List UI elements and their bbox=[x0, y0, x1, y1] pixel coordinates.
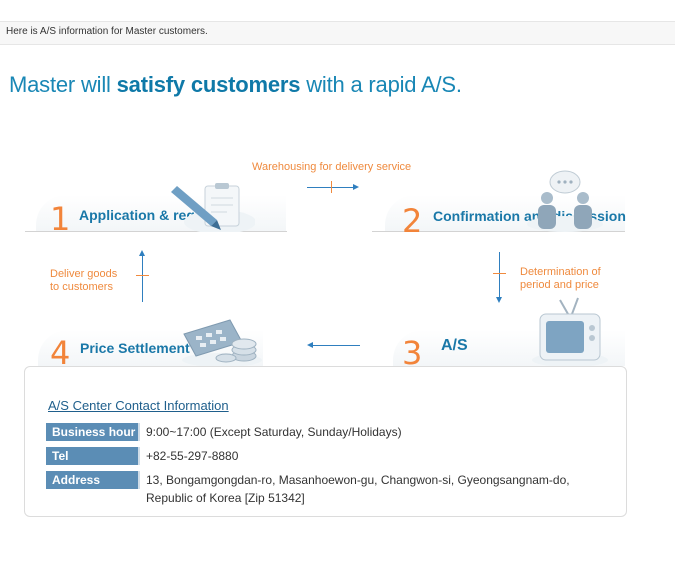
arrow-left-icon bbox=[307, 342, 313, 348]
step-3-number: 3 bbox=[402, 334, 423, 372]
contact-title: A/S Center Contact Information bbox=[48, 398, 229, 413]
television-icon bbox=[532, 297, 608, 366]
flow-label-right-line2: period and price bbox=[520, 279, 599, 291]
info-bar: Here is A/S information for Master custo… bbox=[0, 21, 675, 45]
info-bar-text: Here is A/S information for Master custo… bbox=[6, 26, 208, 37]
label-divider bbox=[138, 471, 140, 489]
tel-label: Tel bbox=[46, 447, 140, 465]
tel-value: +82-55-297-8880 bbox=[146, 449, 239, 463]
address-value-line1: 13, Bongamgongdan-ro, Masanhoewon-gu, Ch… bbox=[146, 473, 570, 487]
calculator-coins-icon bbox=[182, 319, 262, 366]
headline-emphasis: satisfy customers bbox=[116, 72, 301, 97]
people-chat-icon bbox=[527, 170, 603, 232]
arrow-up-icon bbox=[139, 250, 145, 256]
flow-right-marker bbox=[493, 273, 506, 274]
step-4-title: Price Settlement bbox=[80, 340, 190, 356]
step-1-baseline bbox=[25, 231, 287, 232]
flow-label-left-line1: Deliver goods bbox=[50, 268, 118, 280]
arrow-down-icon bbox=[496, 297, 502, 303]
flow-label-left-line2: to customers bbox=[50, 281, 113, 293]
page-headline: Master will satisfy customers with a rap… bbox=[9, 72, 462, 98]
step-3-title: A/S bbox=[441, 337, 468, 354]
headline-part2: with a rapid A/S. bbox=[300, 72, 462, 97]
label-divider bbox=[138, 423, 140, 441]
flow-arrow-down bbox=[499, 252, 500, 298]
step-2-number: 2 bbox=[402, 202, 423, 240]
flow-arrow-right bbox=[307, 187, 357, 188]
contact-card: A/S Center Contact Information Business … bbox=[24, 366, 627, 517]
clipboard-pen-icon bbox=[171, 183, 255, 232]
address-label: Address bbox=[46, 471, 140, 489]
flow-arrow-up bbox=[142, 256, 143, 302]
business-hour-value: 9:00~17:00 (Except Saturday, Sunday/Holi… bbox=[146, 425, 402, 439]
flow-left-marker bbox=[136, 275, 149, 276]
arrow-right-icon bbox=[353, 184, 359, 190]
flow-label-right-line1: Determination of bbox=[520, 266, 601, 278]
headline-part1: Master will bbox=[9, 72, 117, 97]
label-divider bbox=[138, 447, 140, 465]
business-hour-label: Business hour bbox=[46, 423, 140, 441]
step-1-number: 1 bbox=[50, 200, 71, 238]
step-2-baseline bbox=[372, 231, 625, 232]
flow-label-top: Warehousing for delivery service bbox=[252, 161, 412, 173]
address-value-line2: Republic of Korea [Zip 51342] bbox=[146, 491, 305, 505]
step-4-number: 4 bbox=[50, 334, 71, 372]
flow-top-marker bbox=[331, 181, 332, 193]
flow-arrow-left bbox=[312, 345, 360, 346]
